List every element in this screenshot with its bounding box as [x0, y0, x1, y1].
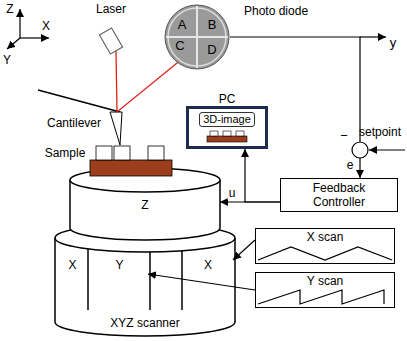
axis-arrow	[7, 38, 20, 49]
image-icon	[205, 129, 249, 143]
part-heading: Photo diode	[244, 4, 308, 18]
node-label: X	[68, 258, 76, 272]
controller-box: Feedback Controller	[280, 178, 398, 212]
part-heading: Laser	[96, 2, 126, 16]
node-label: X scan	[307, 230, 344, 244]
signal-name: u	[228, 186, 237, 200]
scan-box: X scan	[255, 228, 395, 264]
photodiode-shape	[164, 4, 230, 70]
signal-name: y	[390, 36, 397, 50]
z-stage: Z	[70, 180, 220, 230]
sign-label: −	[340, 129, 348, 143]
sample-drawing	[90, 160, 172, 176]
scanner-segment: X	[183, 252, 233, 278]
scanner-cylinder	[55, 224, 235, 336]
scan-waveform	[258, 290, 384, 304]
node-label: X	[204, 258, 212, 272]
signal-arrow	[245, 149, 280, 202]
photodiode-circle: Photo diode	[164, 4, 230, 70]
pc-box: PC 3D-image	[186, 93, 268, 149]
quadrant-label: B	[208, 18, 217, 32]
sample-drawing	[96, 146, 112, 160]
xyz-scanner: XYZ scanner X Y X	[55, 238, 235, 336]
z-stage-disc	[70, 168, 220, 240]
scanner-cylinder	[149, 252, 151, 310]
sample-drawing	[90, 146, 172, 176]
scanner-segment: X	[57, 252, 88, 278]
quadrant-label: D	[207, 43, 216, 57]
scan-box: Y scan	[255, 272, 395, 308]
sample-drawing	[148, 146, 164, 160]
signal-arrow	[148, 274, 255, 290]
signal-wire	[369, 149, 405, 150]
cantilever-drawing	[110, 112, 122, 145]
part-heading: PC	[219, 93, 236, 106]
quadrant-label: A	[178, 18, 187, 32]
cantilever-drawing	[38, 90, 120, 112]
scan-waveform	[258, 247, 392, 260]
quadrant-label: C	[175, 39, 184, 53]
scanner-segment: Y	[91, 252, 148, 278]
node-label: Y scan	[307, 274, 343, 288]
signal-arrow	[233, 240, 255, 260]
axis-label: X	[42, 19, 50, 33]
axis-arrow	[19, 9, 20, 38]
signal-name: e	[347, 158, 354, 172]
axis-label: Y	[3, 53, 11, 67]
scanner-cylinder	[181, 251, 183, 310]
signal-wire	[360, 36, 386, 37]
monitor-frame: 3D-image	[186, 106, 268, 149]
part-name: Cantilever	[47, 116, 101, 130]
axis-label: Z	[6, 2, 13, 16]
part-name: Sample	[45, 146, 86, 160]
summing-junction	[352, 142, 368, 158]
node-label: Feedback Controller	[303, 181, 375, 209]
node-label: Y	[115, 258, 123, 272]
cantilever-drawing	[38, 90, 122, 145]
scan-waveform	[258, 247, 392, 304]
axis-arrow	[20, 37, 49, 38]
laser-shape	[92, 16, 130, 56]
signal-name: setpoint	[359, 125, 401, 139]
laser-box: Laser	[92, 2, 130, 58]
sample-drawing	[114, 146, 130, 160]
node-label: XYZ scanner	[110, 316, 179, 330]
scanner-cylinder	[87, 249, 89, 310]
node-label: Z	[141, 198, 148, 212]
screen-label: 3D-image	[199, 112, 255, 127]
